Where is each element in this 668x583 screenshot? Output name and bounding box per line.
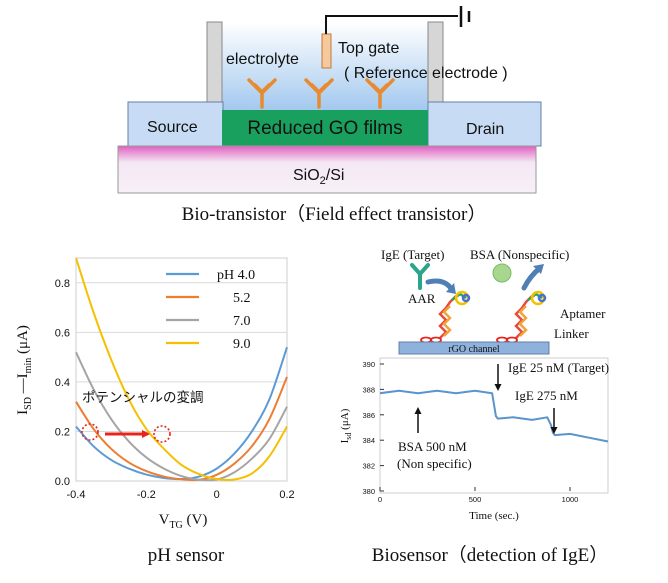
electrolyte-label: electrolyte [226, 51, 299, 68]
bio-ylabel: Isd (μA) [339, 408, 353, 443]
ph-ticks: 0.0 0.2 0.4 0.6 0.8 -0.4 -0.2 0 0.2 [55, 278, 295, 501]
rgo-channel [222, 110, 428, 146]
ph-x-tick-label: -0.2 [137, 489, 156, 501]
aar-label: AAR [408, 291, 436, 306]
ige25-annotation: IgE 25 nM (Target) [508, 360, 609, 375]
ph-chart: 0.0 0.2 0.4 0.6 0.8 -0.4 -0.2 0 0.2 pH 4.0 5.2 7.0… [15, 257, 295, 566]
ph-y-tick-label: 0.8 [55, 278, 70, 290]
ph-series-group [75, 257, 288, 482]
ph-ylabel: ISD —Imin (μA) [15, 325, 34, 415]
binding-arrow-head-icon [446, 283, 456, 294]
substrate [117, 145, 537, 194]
ph-shift-start-marker [81, 423, 99, 441]
bio-y-tick-label: 388 [362, 385, 375, 394]
ph-series-line-2 [75, 351, 288, 482]
channel-label: Reduced GO films [247, 118, 402, 139]
ph-legend-label: 7.0 [233, 314, 251, 329]
ph-series-line-3 [75, 257, 288, 481]
bio-x-tick-label: 500 [469, 495, 482, 504]
rejection-arrow-icon [521, 265, 543, 291]
aptamer-strand-left [438, 290, 471, 339]
receptor-icon [304, 78, 334, 109]
ph-x-tick-label: 0 [214, 489, 220, 501]
bio-y-tick-label: 384 [362, 436, 375, 445]
bio-series-group [379, 389, 609, 443]
rgo-channel-label: rGO channel [448, 344, 500, 355]
ph-xlabel: VTG (V) [159, 512, 208, 531]
aptamer-label: Aptamer [560, 306, 606, 321]
biosensor-panel: IgE (Target) BSA (Nonspecific) [339, 247, 609, 566]
gate-label: Top gate [338, 40, 399, 57]
bsa-protein-icon [492, 263, 512, 283]
bsa-annotation-sub: (Non specific) [397, 456, 472, 471]
ph-y-tick-label: 0.0 [55, 476, 70, 488]
binding-arrow-icon [425, 278, 455, 293]
aptamer-strand-right [514, 290, 547, 339]
ph-legend-label: 9.0 [233, 337, 251, 352]
bio-y-tick-label: 380 [362, 487, 375, 496]
ph-legend: pH 4.0 5.2 7.0 9.0 [166, 268, 255, 352]
well-wall-right [427, 21, 444, 103]
device-schematic: electrolyte Top gate ( Reference electro… [117, 6, 542, 225]
bio-y-tick-label: 386 [362, 411, 375, 420]
top-gate-electrode [321, 33, 332, 69]
ige-label: IgE (Target) [381, 247, 444, 262]
bsa-annotation: BSA 500 nM [398, 439, 467, 454]
ph-legend-label: 5.2 [233, 291, 251, 306]
bio-y-tick-label: 390 [362, 360, 375, 369]
ph-y-tick-label: 0.2 [55, 426, 70, 438]
bsa-label: BSA (Nonspecific) [470, 247, 569, 262]
bio-caption: Biosensor（detection of IgE） [372, 544, 608, 566]
ph-legend-label: pH 4.0 [217, 268, 255, 283]
ph-shift-end-marker [153, 425, 171, 443]
well-wall-left [206, 21, 223, 103]
bio-y-tick-label: 382 [362, 462, 375, 471]
source-electrode [127, 101, 224, 147]
rgo-channel-bar [398, 341, 550, 355]
bio-x-tick-label: 0 [378, 495, 382, 504]
source-label: Source [147, 119, 198, 136]
bio-plot-area [379, 357, 609, 494]
ph-caption: pH sensor [148, 545, 225, 566]
substrate-label: SiO2/Si [293, 167, 344, 187]
drain-label: Drain [466, 121, 504, 138]
ph-x-tick-label: 0.2 [279, 489, 294, 501]
ph-series-line-1 [75, 376, 288, 482]
gate-wire [325, 15, 458, 34]
bio-xlabel: Time (sec.) [469, 510, 519, 522]
rejection-arrow-head-icon [533, 264, 544, 274]
ige275-annotation: IgE 275 nM [515, 388, 578, 403]
receptor-icon [247, 78, 277, 109]
bio-ticks: 380 382 384 386 388 390 0 500 1000 [362, 360, 578, 504]
ph-x-tick-label: -0.4 [67, 489, 86, 501]
bio-current-trace [379, 389, 609, 443]
linker-label: Linker [554, 326, 589, 341]
ph-annotation: ポテンシャルの変調 [82, 389, 204, 405]
gate-sub-label: ( Reference electrode ) [344, 65, 508, 82]
ph-y-tick-label: 0.6 [55, 327, 70, 339]
ige-antibody-icon [410, 263, 430, 290]
drain-electrode [427, 101, 542, 147]
receptor-icon [365, 78, 395, 109]
ph-y-tick-label: 0.4 [55, 377, 70, 389]
device-caption: Bio-transistor（Field effect transistor） [182, 203, 487, 225]
ph-plot-area [75, 257, 288, 482]
bio-x-tick-label: 1000 [562, 495, 579, 504]
